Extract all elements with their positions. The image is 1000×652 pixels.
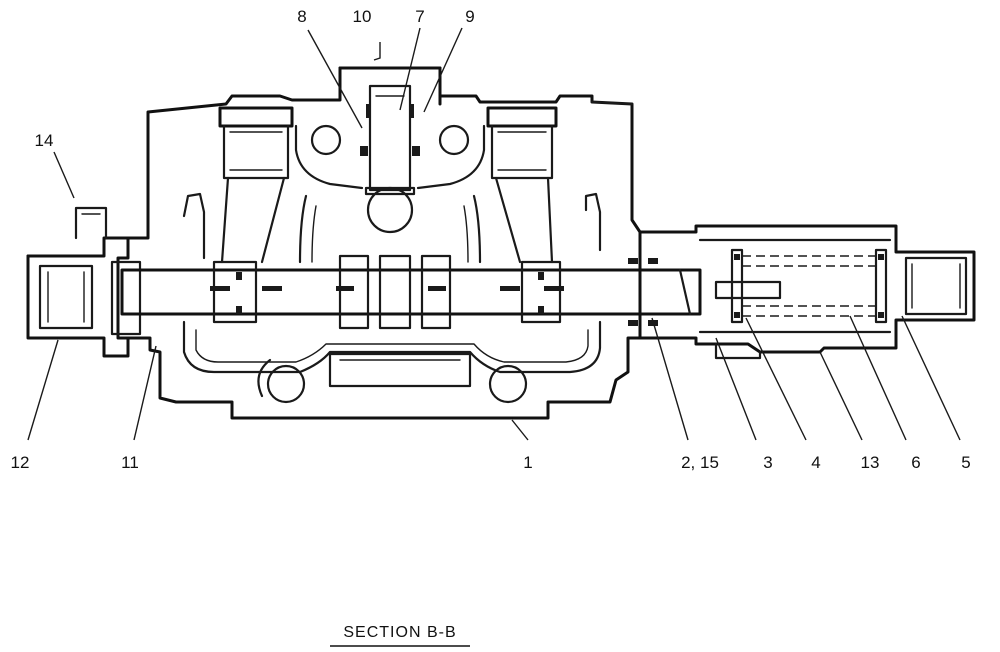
spool [120,254,702,330]
section-title-group: SECTION B-B [330,624,470,647]
callout-1: 1 [523,453,532,472]
callout-8: 8 [297,7,306,26]
callout-10: 10 [353,7,372,26]
callout-9: 9 [465,7,474,26]
callout-12: 12 [11,453,30,472]
callout-2-15: 2, 15 [681,453,719,472]
leader-lines [27,27,961,441]
callout-7: 7 [415,7,424,26]
callout-4: 4 [811,453,820,472]
section-title: SECTION B-B [343,624,456,641]
valve-body [116,66,642,420]
callout-6: 6 [911,453,920,472]
callout-5: 5 [961,453,970,472]
right-spring-cap [638,224,976,360]
callout-13: 13 [861,453,880,472]
callouts: 8 10 7 9 14 12 11 1 2, 15 3 4 13 6 5 [11,7,971,472]
callout-11: 11 [121,453,139,472]
left-end-cap [26,206,142,358]
callout-14: 14 [35,131,54,150]
callout-3: 3 [763,453,772,472]
